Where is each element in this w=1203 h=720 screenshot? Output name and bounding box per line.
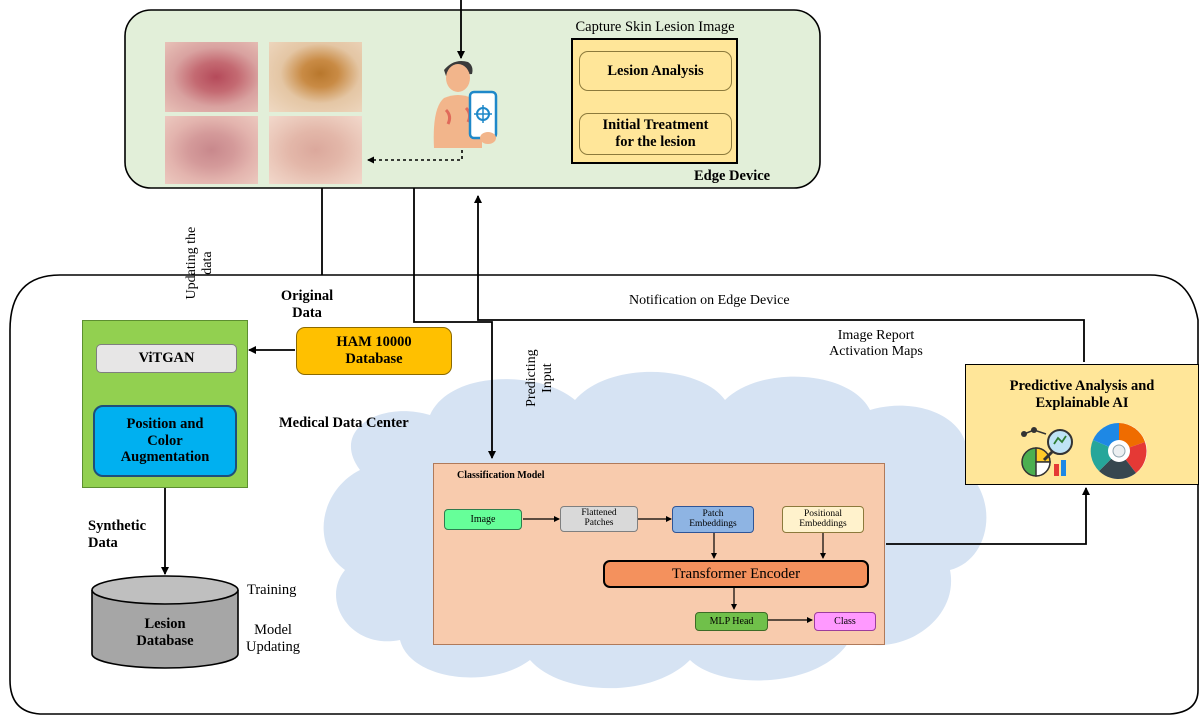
lesion-photo-3 (165, 116, 258, 184)
classification-model-title: Classification Model (457, 470, 545, 481)
synthetic-data-label: Synthetic Data (88, 518, 146, 551)
report-line2: Activation Maps (829, 344, 923, 360)
xai-line1: Predictive Analysis and (1009, 378, 1155, 394)
patch-line2: Embeddings (689, 518, 737, 529)
lesion-database-label: Lesion Database (112, 616, 218, 649)
treatment-line1: Initial Treatment (602, 117, 709, 134)
ham-database-box: HAM 10000 Database (296, 327, 452, 375)
edge-analysis-panel (571, 38, 738, 164)
original-line2: Data (292, 304, 322, 321)
patch-embeddings-box: Patch Embeddings (672, 506, 754, 533)
ham-line2: Database (345, 351, 403, 367)
image-label: Image (470, 514, 496, 525)
updating-line1: Updating the (183, 226, 199, 300)
xai-title: Predictive Analysis and Explainable AI (965, 378, 1199, 411)
lesion-analysis-box: Lesion Analysis (579, 51, 732, 91)
mlp-head-box: MLP Head (695, 612, 768, 631)
edge-device-label: Edge Device (694, 168, 771, 184)
mlp-label: MLP Head (709, 616, 754, 627)
initial-treatment-box: Initial Treatment for the lesion (579, 113, 732, 155)
image-box: Image (444, 509, 522, 530)
training-label: Training (247, 582, 297, 598)
model-line1: Model (254, 622, 292, 638)
medical-data-center-label: Medical Data Center (279, 415, 409, 431)
updating-data-label: Updating the data (184, 203, 216, 323)
lesion-photo-1 (165, 42, 258, 112)
lesion-db-line1: Lesion (144, 616, 186, 632)
encoder-label: Transformer Encoder (671, 565, 801, 582)
patient-with-phone-icon (433, 61, 498, 148)
analytics-icon (1021, 427, 1073, 477)
aug-line2: Color (147, 432, 183, 449)
lesion-database-cylinder (91, 575, 239, 669)
lesion-db-line2: Database (136, 632, 194, 649)
pos-line2: Embeddings (799, 518, 847, 529)
report-line1: Image Report (837, 328, 915, 343)
classification-model-panel (433, 463, 885, 645)
pie-chart-icon (1090, 422, 1147, 480)
flat-line2: Patches (584, 518, 614, 528)
patch-line1: Patch (702, 508, 724, 519)
vitgan-label: ViTGAN (138, 350, 195, 366)
predicting-line1: Predicting (523, 349, 539, 407)
synthetic-line1: Synthetic (88, 518, 146, 534)
model-updating-label: Model Updating (238, 622, 308, 655)
report-label: Image Report Activation Maps (806, 328, 946, 360)
class-label: Class (834, 616, 856, 627)
original-line1: Original (280, 288, 334, 304)
aug-line1: Position and (126, 415, 204, 432)
vitgan-box: ViTGAN (96, 344, 237, 373)
lesion-photo-2 (269, 42, 362, 112)
original-data-label: Original Data (262, 288, 352, 321)
lesion-photo-4 (269, 116, 362, 184)
augmentation-box: Position and Color Augmentation (93, 405, 237, 477)
model-connectors (523, 516, 826, 623)
model-line2: Updating (246, 638, 300, 655)
ham-line1: HAM 10000 (336, 334, 412, 351)
lesion-analysis-label: Lesion Analysis (607, 62, 704, 79)
flat-line1: Flattened (581, 508, 617, 519)
treatment-line2: for the lesion (615, 134, 696, 150)
flattened-patches-box: Flattened Patches (560, 506, 638, 532)
predicting-input-label: Predicting Input (524, 333, 556, 423)
positional-embeddings-box: Positional Embeddings (782, 506, 864, 533)
updating-line2: data (200, 251, 215, 275)
aug-line3: Augmentation (120, 449, 210, 466)
synthetic-line2: Data (88, 534, 118, 551)
capture-label: Capture Skin Lesion Image (575, 19, 735, 35)
transformer-encoder-box: Transformer Encoder (603, 560, 869, 588)
class-box: Class (814, 612, 876, 631)
xai-panel (965, 364, 1199, 485)
notification-label: Notification on Edge Device (629, 293, 790, 308)
xai-line2: Explainable AI (1035, 394, 1129, 411)
predicting-line2: Input (540, 363, 555, 393)
pos-line1: Positional (803, 508, 842, 519)
